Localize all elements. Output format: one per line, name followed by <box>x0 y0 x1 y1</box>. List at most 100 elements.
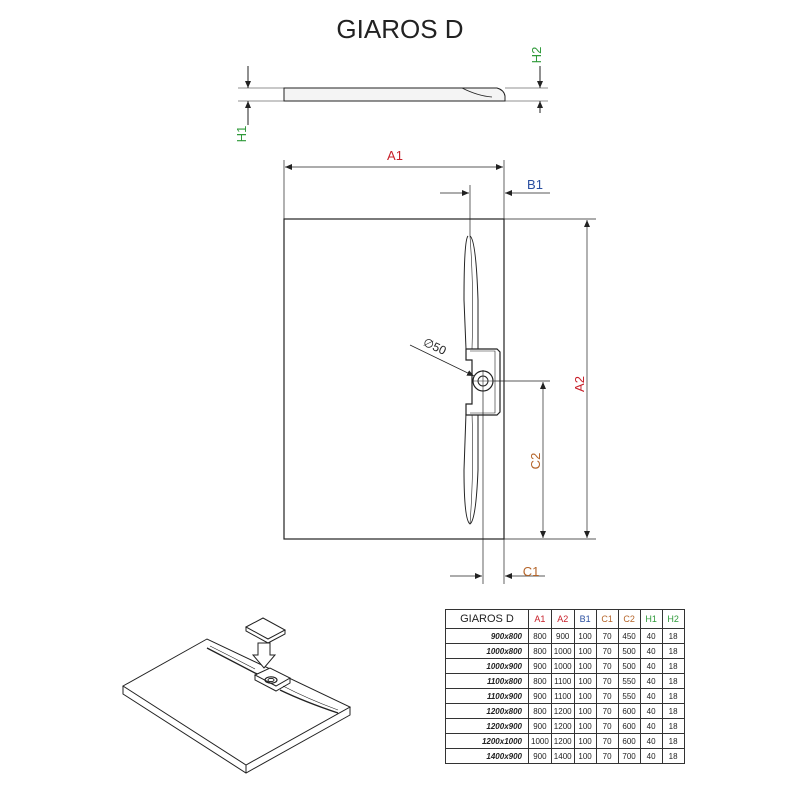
table-cell-c2: 450 <box>617 628 641 644</box>
isometric-view <box>122 617 352 774</box>
table-cell-c1: 70 <box>595 628 619 644</box>
a1-label: A1 <box>387 148 403 163</box>
table-cell-h1: 40 <box>639 628 663 644</box>
table-cell-size: 1200x1000 <box>445 733 529 749</box>
table-cell-b1: 100 <box>573 703 597 719</box>
dimension-lines <box>283 160 596 584</box>
table-cell-b1: 100 <box>573 733 597 749</box>
table-cell-b1: 100 <box>573 658 597 674</box>
drawing-title: GIAROS D <box>336 14 464 44</box>
table-cell-a2: 1400 <box>550 748 575 764</box>
h2-label: H2 <box>529 47 544 64</box>
table-cell-a1: 800 <box>528 628 552 644</box>
h1-label: H1 <box>234 126 249 143</box>
b1-label: B1 <box>527 177 543 192</box>
table-cell-c2: 550 <box>617 688 641 704</box>
side-profile-view <box>238 66 548 125</box>
table-cell-h1: 40 <box>639 643 663 659</box>
table-cell-c2: 500 <box>617 643 641 659</box>
table-cell-h2: 18 <box>661 718 685 734</box>
iso-insert-arrow <box>251 642 277 669</box>
iso-cover-plate <box>244 617 287 640</box>
table-cell-size: 1100x900 <box>445 688 529 704</box>
table-cell-h2: 18 <box>661 688 685 704</box>
table-cell-h2: 18 <box>661 748 685 764</box>
table-cell-b1: 100 <box>573 628 597 644</box>
tray-profile <box>283 87 506 102</box>
table-cell-a1: 900 <box>528 748 552 764</box>
table-cell-c1: 70 <box>595 733 619 749</box>
table-header-h2: H2 <box>661 609 685 629</box>
table-cell-b1: 100 <box>573 748 597 764</box>
table-cell-a2: 1200 <box>550 718 575 734</box>
table-cell-a2: 1100 <box>550 688 575 704</box>
table-cell-h1: 40 <box>639 748 663 764</box>
c2-label: C2 <box>528 453 543 470</box>
table-cell-h2: 18 <box>661 643 685 659</box>
drain-leader <box>409 344 475 377</box>
table-cell-a2: 1000 <box>550 643 575 659</box>
table-cell-c2: 550 <box>617 673 641 689</box>
tray-outline <box>283 218 505 540</box>
c1-label: C1 <box>523 564 540 579</box>
table-cell-h2: 18 <box>661 658 685 674</box>
table-header-c2: C2 <box>617 609 641 629</box>
table-cell-size: 1000x800 <box>445 643 529 659</box>
table-cell-b1: 100 <box>573 718 597 734</box>
table-cell-a2: 900 <box>550 628 575 644</box>
table-cell-h1: 40 <box>639 688 663 704</box>
table-cell-h1: 40 <box>639 733 663 749</box>
plan-view <box>283 218 505 540</box>
tray-top-face <box>122 638 352 766</box>
table-cell-c1: 70 <box>595 718 619 734</box>
drain-channel <box>463 235 479 350</box>
table-cell-h1: 40 <box>639 718 663 734</box>
table-cell-a1: 800 <box>528 703 552 719</box>
table-cell-a1: 800 <box>528 643 552 659</box>
table-cell-a1: 900 <box>528 718 552 734</box>
table-header-c1: C1 <box>595 609 619 629</box>
table-cell-a1: 900 <box>528 688 552 704</box>
table-cell-a1: 800 <box>528 673 552 689</box>
table-cell-c1: 70 <box>595 703 619 719</box>
table-cell-h2: 18 <box>661 703 685 719</box>
table-cell-c2: 700 <box>617 748 641 764</box>
table-cell-a1: 900 <box>528 658 552 674</box>
table-cell-size: 1100x800 <box>445 673 529 689</box>
table-header-b1: B1 <box>573 609 597 629</box>
table-model-name: GIAROS D <box>445 609 529 629</box>
table-cell-a2: 1000 <box>550 658 575 674</box>
table-cell-b1: 100 <box>573 643 597 659</box>
table-cell-a1: 1000 <box>528 733 552 749</box>
table-cell-c2: 600 <box>617 718 641 734</box>
table-header-a2: A2 <box>550 609 575 629</box>
table-cell-c2: 600 <box>617 733 641 749</box>
table-cell-size: 1200x800 <box>445 703 529 719</box>
table-cell-b1: 100 <box>573 688 597 704</box>
table-cell-b1: 100 <box>573 673 597 689</box>
table-cell-c1: 70 <box>595 688 619 704</box>
drain-diameter-label: ∅50 <box>421 335 449 358</box>
table-cell-a2: 1200 <box>550 703 575 719</box>
table-cell-h1: 40 <box>639 673 663 689</box>
table-cell-c1: 70 <box>595 748 619 764</box>
table-cell-c1: 70 <box>595 673 619 689</box>
iso-drain-channel <box>206 647 339 714</box>
table-cell-c2: 500 <box>617 658 641 674</box>
table-cell-h2: 18 <box>661 733 685 749</box>
table-header-a1: A1 <box>528 609 552 629</box>
a2-label: A2 <box>572 376 587 392</box>
table-cell-h2: 18 <box>661 628 685 644</box>
